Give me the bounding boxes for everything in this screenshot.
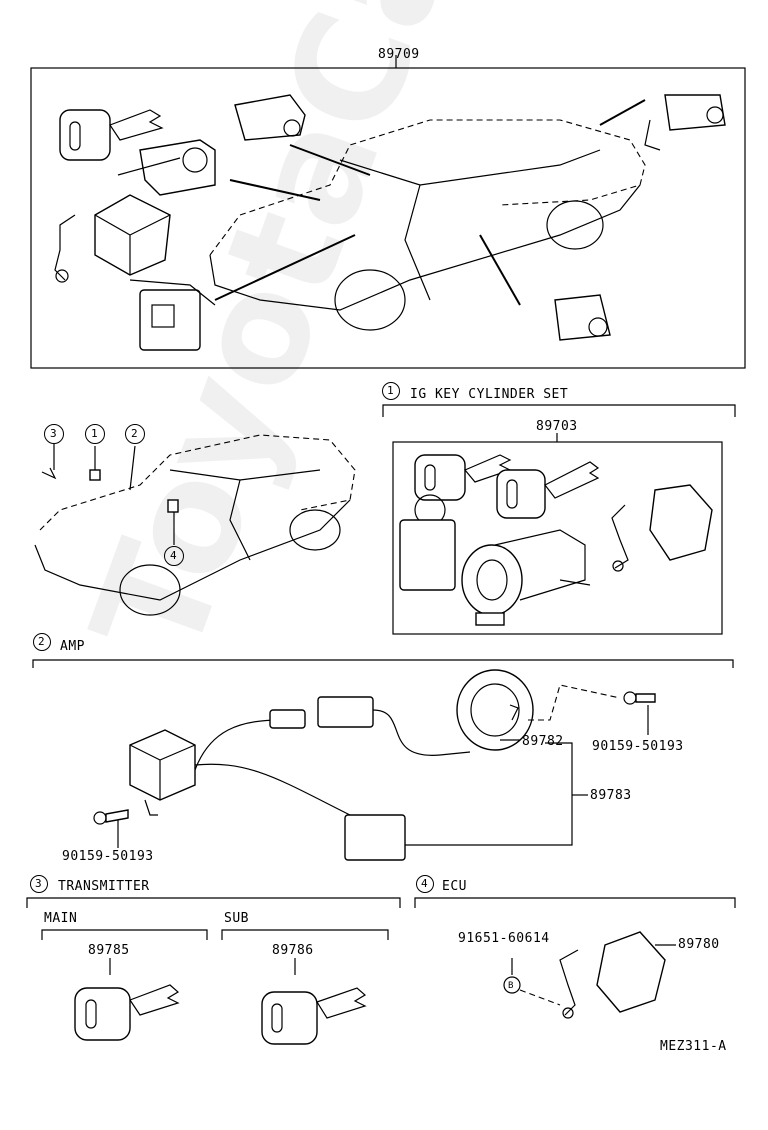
locator-callout-4-text: 4 xyxy=(170,549,178,562)
amp-bolt-part-a: 90159-50193 xyxy=(592,739,684,754)
ecu-unit-icon xyxy=(503,931,676,1019)
ig-set-cylinder-icon xyxy=(461,529,591,626)
ig-set-key-icon xyxy=(399,454,512,591)
transmitter-main-part: 89785 xyxy=(88,943,130,958)
top-key-icon xyxy=(59,109,164,161)
locator-car-outline xyxy=(34,434,356,616)
main-transmitter-key-icon xyxy=(74,984,180,1041)
amp-part-89783: 89783 xyxy=(590,788,632,803)
connector-module-icon xyxy=(129,279,216,351)
top-car-outline xyxy=(209,99,646,331)
section3-num-circle: 3 xyxy=(30,875,48,893)
section1-title: IG KEY CYLINDER SET xyxy=(410,387,569,402)
section4-num: 4 xyxy=(421,877,429,890)
transmitter-sub-part: 89786 xyxy=(272,943,314,958)
section3-brackets xyxy=(26,897,401,975)
section2-num: 2 xyxy=(38,635,46,648)
section3-num: 3 xyxy=(35,877,43,890)
transmitter-sub-label: SUB xyxy=(224,911,249,926)
section4-title: ECU xyxy=(442,879,467,894)
ig-set-amp-icon xyxy=(611,484,713,572)
locator-callout-2: 2 xyxy=(125,424,145,444)
section2-bracket xyxy=(32,659,734,668)
locator-callout-4: 4 xyxy=(164,546,184,566)
ig-set-key2-icon xyxy=(496,461,600,519)
section1-num-circle: 1 xyxy=(382,382,400,400)
top-assembly-box xyxy=(30,55,746,369)
harness-connectors-icon xyxy=(269,696,471,861)
door-lock-cylinder-icon xyxy=(234,94,306,141)
locator-callout-1: 1 xyxy=(85,424,105,444)
section1-part-number: 89703 xyxy=(536,419,578,434)
section1-bracket xyxy=(382,404,736,635)
section4-bracket xyxy=(414,897,736,908)
section3-title: TRANSMITTER xyxy=(58,879,150,894)
locator-callout-3: 3 xyxy=(44,424,64,444)
transmitter-main-label: MAIN xyxy=(44,911,78,926)
diagram-code: MEZ311-A xyxy=(660,1039,727,1054)
ecu-bolt-mark: B xyxy=(508,981,514,991)
section1-num: 1 xyxy=(387,384,395,397)
bolt-icon xyxy=(93,691,656,825)
amp-bolt-part-b: 90159-50193 xyxy=(62,849,154,864)
locator-callout-1-text: 1 xyxy=(91,427,99,440)
amp-module-icon xyxy=(54,194,171,283)
ignition-cylinder-icon xyxy=(117,139,216,196)
locator-callout-2-text: 2 xyxy=(131,427,139,440)
ecu-bolt-part: 91651-60614 xyxy=(458,931,550,946)
section2-title: AMP xyxy=(60,639,85,654)
top-part-number: 89709 xyxy=(378,47,420,62)
rear-door-cylinder-icon xyxy=(554,294,611,341)
locator-callout-3-text: 3 xyxy=(50,427,58,440)
section4-num-circle: 4 xyxy=(416,875,434,893)
section2-num-circle: 2 xyxy=(33,633,51,651)
amp-part-89782: 89782 xyxy=(522,734,564,749)
amp-unit-icon xyxy=(129,719,351,816)
antenna-coil-icon xyxy=(456,669,534,751)
amp-leaders xyxy=(117,684,649,848)
ecu-part: 89780 xyxy=(678,937,720,952)
trunk-lock-cylinder-icon xyxy=(644,94,726,151)
sub-transmitter-key-icon xyxy=(261,987,367,1045)
